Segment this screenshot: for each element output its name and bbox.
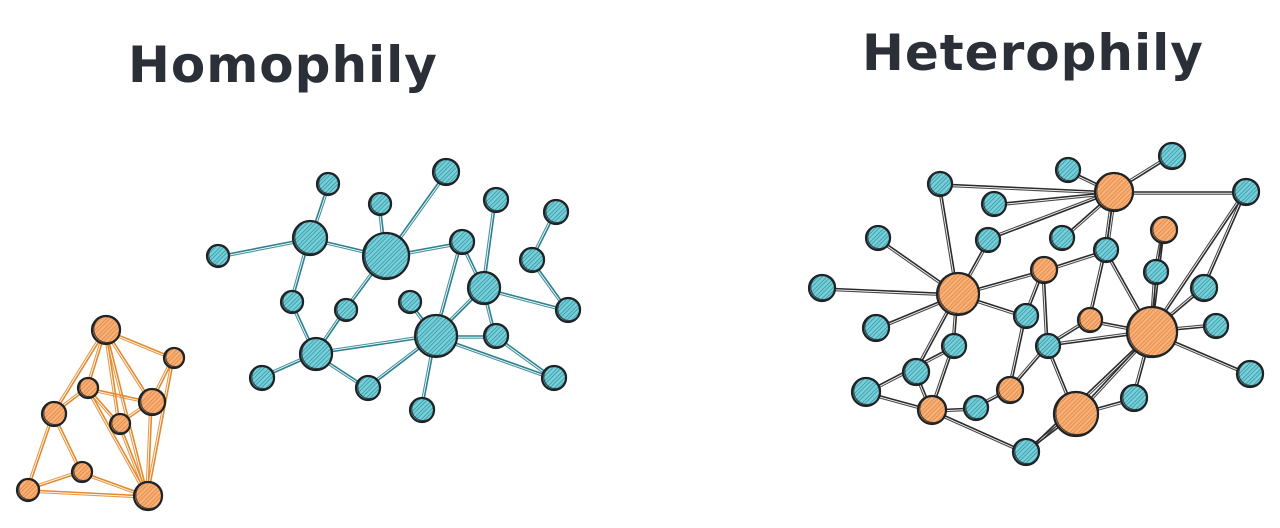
orange-node: [1076, 306, 1104, 334]
teal-node: [1092, 236, 1120, 264]
teal-node: [413, 313, 459, 359]
teal-node: [850, 376, 882, 408]
teal-node: [1142, 258, 1170, 286]
hetero-edge: [1149, 190, 1247, 333]
teal-node: [1034, 332, 1062, 360]
teal-node: [542, 198, 570, 226]
hetero-edge: [986, 189, 1115, 241]
orange-edge: [25, 412, 55, 491]
hetero-edge: [939, 183, 1115, 195]
teal-node: [1202, 312, 1230, 340]
teal-node: [354, 374, 382, 402]
teal-node: [1048, 224, 1076, 252]
orange-node: [90, 314, 122, 346]
heterophily-mixed-graph: [807, 141, 1265, 467]
hetero-edge: [821, 287, 959, 297]
teal-node: [554, 296, 582, 324]
hetero-edge: [930, 409, 1027, 455]
teal-node: [1119, 383, 1149, 413]
orange-node: [1149, 215, 1179, 245]
teal-node: [1235, 359, 1265, 389]
teal-node: [540, 364, 568, 392]
teal-node: [940, 332, 968, 360]
orange-node: [1052, 390, 1100, 438]
teal-node: [291, 219, 329, 257]
teal-node: [901, 357, 931, 387]
orange-edge: [85, 387, 149, 498]
hetero-edge: [1201, 190, 1247, 289]
teal-node: [333, 297, 359, 323]
teal-node: [466, 270, 502, 306]
teal-node: [408, 396, 436, 424]
teal-node: [482, 186, 510, 214]
teal-node: [279, 289, 305, 315]
teal-node: [962, 394, 990, 422]
teal-node: [248, 364, 276, 392]
hetero-edge: [1113, 191, 1247, 195]
orange-node: [132, 480, 164, 512]
orange-edge: [103, 329, 149, 498]
teal-node: [448, 228, 476, 256]
homophily-title: Homophily: [128, 36, 438, 94]
teal-node: [807, 273, 837, 303]
orange-edge: [103, 329, 121, 425]
orange-node: [995, 375, 1025, 405]
orange-node: [1125, 305, 1179, 359]
orange-node: [916, 394, 948, 426]
teal-node: [367, 191, 393, 217]
teal-node: [1231, 177, 1261, 207]
orange-node: [1029, 255, 1059, 285]
homophily-orange-cluster: [15, 314, 186, 512]
orange-node: [40, 400, 68, 428]
teal-node: [518, 246, 546, 274]
teal-node: [1054, 156, 1082, 184]
orange-edge: [145, 357, 175, 497]
orange-node: [70, 460, 94, 484]
teal-node: [1011, 437, 1041, 467]
teal-node: [974, 226, 1002, 254]
teal-node: [864, 224, 892, 252]
teal-node: [298, 336, 334, 372]
hetero-edge: [1025, 331, 1155, 455]
orange-node: [1093, 171, 1135, 213]
orange-node: [162, 346, 186, 370]
teal-node: [926, 170, 954, 198]
orange-node: [76, 376, 100, 400]
orange-node: [108, 412, 132, 436]
teal-node: [315, 171, 341, 197]
orange-edge: [51, 328, 107, 415]
teal-node: [1189, 273, 1219, 303]
teal-node: [861, 313, 891, 343]
teal-node: [361, 231, 411, 281]
teal-node: [1012, 302, 1040, 330]
teal-node: [1157, 141, 1187, 171]
homophily-teal-cluster: [205, 157, 582, 424]
orange-node: [935, 271, 981, 317]
teal-node: [205, 243, 231, 269]
teal-node: [482, 322, 510, 350]
heterophily-title: Heterophily: [862, 24, 1204, 82]
teal-node: [980, 190, 1008, 218]
orange-node: [15, 477, 41, 503]
teal-node: [397, 289, 423, 315]
orange-edge: [145, 401, 153, 497]
teal-node: [431, 157, 461, 187]
orange-node: [137, 387, 167, 417]
orange-edge: [27, 489, 149, 499]
